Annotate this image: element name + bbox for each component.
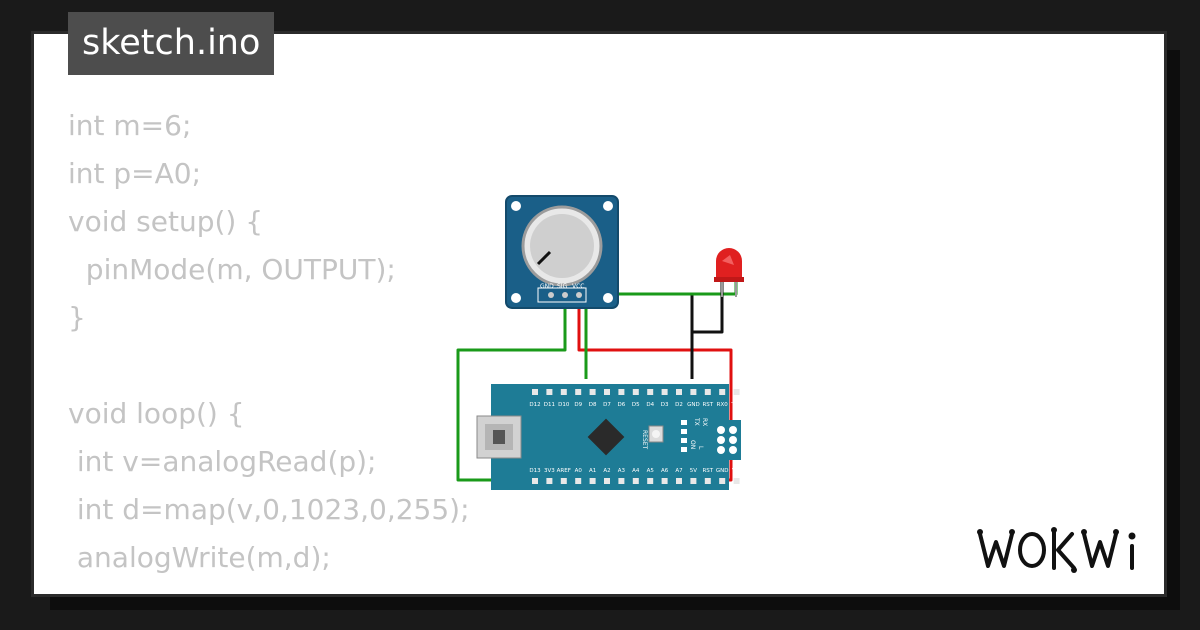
nano-pin-hole <box>719 389 726 395</box>
nano-pin-hole <box>661 478 668 484</box>
pot-pin-gnd: GND <box>540 283 554 290</box>
wokwi-logo <box>977 527 1136 573</box>
nano-pin-label: A2 <box>603 468 610 474</box>
nano-pin-label: TX1 <box>730 402 742 408</box>
nano-pin-hole <box>618 478 625 484</box>
code-line: pinMode(m, OUTPUT); <box>68 253 396 286</box>
code-line: int v=analogRead(p); <box>68 445 377 478</box>
nano-pin-hole <box>575 389 582 395</box>
nano-pin-label: A3 <box>618 468 626 474</box>
nano-pin-hole <box>589 389 596 395</box>
code-line: int m=6; <box>68 109 192 142</box>
nano-pin-label: D9 <box>574 402 582 408</box>
code-line: } <box>68 301 86 334</box>
nano-pin-label: 3V3 <box>544 468 555 474</box>
potentiometer: GND SIG VCC <box>505 195 619 309</box>
nano-pin-hole <box>733 389 740 395</box>
nano-pin-hole <box>704 478 711 484</box>
nano-pin-hole <box>661 389 668 395</box>
nano-pin-label: VIN <box>732 468 742 474</box>
on-label: ON <box>689 440 696 449</box>
nano-pin-label: D7 <box>603 402 611 408</box>
nano-pin-label: A6 <box>661 468 669 474</box>
led-red <box>714 248 744 297</box>
code-line: delay(100); <box>68 582 588 594</box>
code-line: int d=map(v,0,1023,0,255); <box>68 493 470 526</box>
code-line: void setup() { <box>68 205 264 238</box>
nano-pin-label: D12 <box>529 402 540 408</box>
nano-pin-label: D8 <box>589 402 597 408</box>
nano-pin-hole <box>676 389 682 395</box>
nano-pin-hole <box>676 478 682 484</box>
wire-led-gnd <box>690 264 724 379</box>
nano-pin-label: D6 <box>618 402 626 408</box>
nano-pin-label: D2 <box>675 402 683 408</box>
nano-pin-label: RST <box>702 468 713 474</box>
nano-pin-hole <box>560 478 567 484</box>
nano-pin-label: A4 <box>632 468 640 474</box>
rx-label: RX <box>701 418 708 426</box>
code-line: analogWrite(m,d); <box>68 541 331 574</box>
nano-pin-hole <box>690 478 697 484</box>
nano-pin-label: D4 <box>646 402 654 408</box>
nano-pin-hole <box>618 389 625 395</box>
code-listing: int m=6; int p=A0; void setup() { pinMode(… <box>68 102 588 594</box>
nano-pin-label: D13 <box>529 468 541 474</box>
nano-pin-label: D5 <box>632 402 640 408</box>
nano-pin-hole <box>704 389 711 395</box>
code-line: void loop() { <box>68 397 245 430</box>
nano-pin-hole <box>690 389 697 395</box>
nano-pin-hole <box>719 478 726 484</box>
nano-pin-hole <box>589 478 596 484</box>
nano-pin-label: D10 <box>558 402 570 408</box>
preview-card: int m=6; int p=A0; void setup() { pinMode(… <box>34 34 1164 594</box>
nano-pin-hole <box>560 389 567 395</box>
nano-pin-label: RST <box>702 402 713 408</box>
reset-label: RESET <box>641 430 648 450</box>
nano-pin-label: D11 <box>544 402 555 408</box>
nano-pin-label: A1 <box>589 468 596 474</box>
nano-pin-label: GND <box>716 468 729 474</box>
pot-pin-sig: SIG <box>557 283 568 290</box>
l-label: L <box>697 446 704 450</box>
nano-pin-label: A7 <box>675 468 683 474</box>
nano-pin-hole <box>647 389 654 395</box>
nano-pin-hole <box>632 478 639 484</box>
nano-pin-label: AREF <box>557 468 571 474</box>
nano-pin-hole <box>604 478 610 484</box>
circuit-diagram: GND SIG VCC <box>456 195 744 490</box>
nano-pin-label: 5V <box>690 468 697 474</box>
nano-pin-label: RX0 <box>717 402 729 408</box>
nano-pin-hole <box>546 389 553 395</box>
nano-pin-label: GND <box>687 402 700 408</box>
nano-pin-hole <box>546 478 553 484</box>
pot-pin-vcc: VCC <box>572 283 584 290</box>
nano-pin-hole <box>575 478 582 484</box>
nano-pin-hole <box>604 389 610 395</box>
nano-pin-hole <box>632 389 639 395</box>
nano-pin-hole <box>733 478 740 484</box>
nano-pin-hole <box>532 478 538 484</box>
tx-label: TX <box>693 417 700 426</box>
nano-pin-label: A5 <box>647 468 655 474</box>
code-line: int p=A0; <box>68 157 202 190</box>
nano-pin-hole <box>532 389 538 395</box>
nano-pin-hole <box>647 478 654 484</box>
filename-tab[interactable]: sketch.ino <box>68 12 275 75</box>
nano-pin-label: A0 <box>575 468 583 474</box>
nano-pin-label: D3 <box>661 402 669 408</box>
